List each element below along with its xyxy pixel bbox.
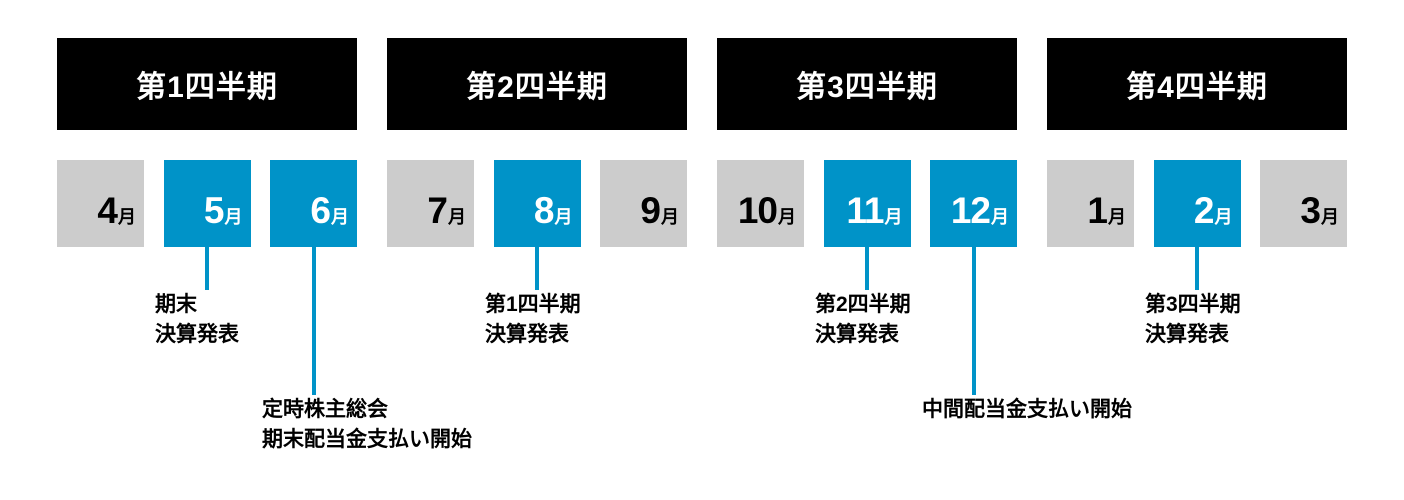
month-number-2: 2 [1193,190,1215,231]
month-suffix-10: 月 [778,207,796,227]
month-number-12: 12 [950,190,991,231]
month-number-7: 7 [427,190,448,231]
connector-line-month-12 [972,247,976,395]
annotation-month-2: 第3四半期 決算発表 [1145,293,1241,346]
month-suffix-5: 月 [224,207,243,227]
month-number-4: 4 [97,190,118,231]
month-number-9: 9 [640,190,661,231]
annotation-month-6: 定時株主総会 期末配当金支払い開始 [262,398,472,451]
quarter-header-4: 第4四半期 [1047,38,1347,130]
month-suffix-4: 月 [118,207,136,227]
month-number-8: 8 [533,190,555,231]
annotation-month-5: 期末 決算発表 [155,293,239,346]
month-suffix-12: 月 [991,207,1009,227]
month-number-11: 11 [846,190,884,231]
connector-line-month-8 [535,247,539,290]
month-suffix-11: 月 [884,207,903,227]
month-suffix-7: 月 [448,207,466,227]
month-number-10: 10 [737,190,778,231]
month-number-1: 1 [1087,190,1108,231]
month-number-3: 3 [1300,190,1321,231]
quarter-header-2: 第2四半期 [387,38,687,130]
month-suffix-3: 月 [1321,207,1339,227]
annotation-month-8: 第1四半期 決算発表 [485,293,581,346]
connector-line-month-6 [312,247,316,395]
month-suffix-9: 月 [661,207,679,227]
month-suffix-1: 月 [1108,207,1126,227]
month-suffix-2: 月 [1214,207,1233,227]
annotation-month-12: 中間配当金支払い開始 [922,398,1132,421]
quarter-header-3: 第3四半期 [717,38,1017,130]
connector-line-month-5 [205,247,209,290]
month-number-6: 6 [310,190,331,231]
quarter-header-1: 第1四半期 [57,38,357,130]
connector-line-month-2 [1195,247,1199,290]
month-suffix-6: 月 [331,207,349,227]
annotation-month-11: 第2四半期 決算発表 [815,293,911,346]
month-suffix-8: 月 [554,207,573,227]
connector-line-month-11 [865,247,869,290]
month-number-5: 5 [203,190,225,231]
